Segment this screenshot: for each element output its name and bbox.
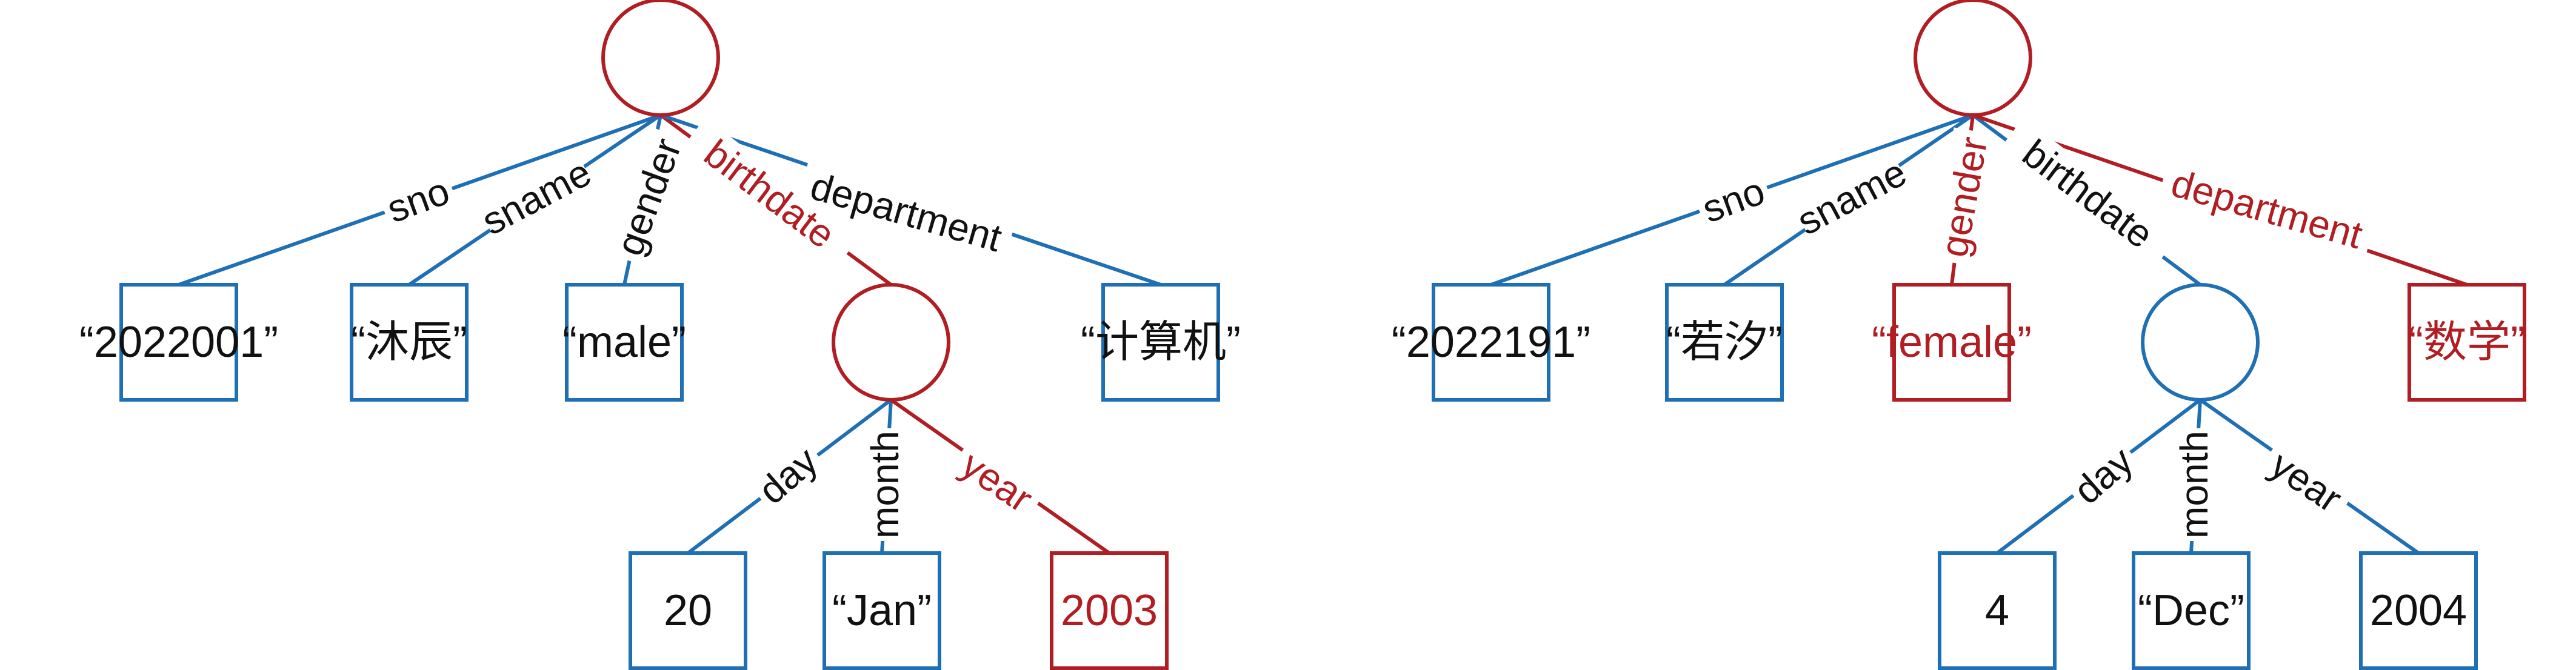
leaf-year-value: 2004 <box>2370 586 2467 635</box>
leaf-year: 2004 <box>2359 551 2478 670</box>
edge-label-month-background <box>2172 428 2216 541</box>
edge-label-birthdate: birthdate <box>1997 118 2180 270</box>
root-object-node <box>601 0 720 117</box>
leaf-month-value: “Dec” <box>2138 586 2244 635</box>
edge-label-department-text: department <box>2166 161 2367 257</box>
edge-label-day-background <box>2061 436 2145 516</box>
leaf-sname: “沐辰” <box>350 283 469 402</box>
edge-label-sno: sno <box>377 167 459 233</box>
leaf-month-box <box>2132 551 2251 670</box>
edge-label-gender-background <box>605 127 692 267</box>
root-object-node <box>1914 0 2032 117</box>
leaf-sno-value: “2022191” <box>1392 318 1590 367</box>
leaf-department: “计算机” <box>1081 283 1241 402</box>
edge-label-sname: sname <box>475 150 598 244</box>
edge-label-sname-text: sname <box>1790 150 1913 244</box>
leaf-sname-value: “若汐” <box>1666 318 1783 367</box>
leaf-year-box <box>1050 551 1169 670</box>
edge-label-sname-text: sname <box>475 150 598 244</box>
edge-label-month-text: month <box>2172 431 2216 539</box>
edge-label-sno-background <box>377 167 459 233</box>
leaf-gender-value: “male” <box>562 318 686 367</box>
leaf-department: “数学” <box>2407 283 2526 402</box>
edge-label-birthdate-background <box>1997 118 2180 270</box>
leaf-month: “Jan” <box>823 551 941 670</box>
edge-label-sno-background <box>1692 167 1775 233</box>
edge-label-birthdate-text: birthdate <box>2015 131 2161 256</box>
edge-label-gender-text: gender <box>1932 134 1996 260</box>
leaf-day-box <box>629 551 747 670</box>
leaf-day-value: 4 <box>1985 586 2009 635</box>
edge-label-day: day <box>746 436 830 516</box>
edge-label-month: month <box>863 428 907 541</box>
leaf-year-box <box>2359 551 2478 670</box>
edge-label-sno: sno <box>1692 167 1775 233</box>
leaf-gender: “male” <box>562 283 686 402</box>
leaf-sno: “2022001” <box>79 283 278 402</box>
edge-label-sname: sname <box>1790 150 1913 244</box>
edge-label-year-background <box>2255 437 2357 526</box>
leaf-month-box <box>823 551 941 670</box>
leaf-sname-value: “沐辰” <box>351 318 467 367</box>
leaf-sno: “2022191” <box>1392 283 1590 402</box>
leaf-department-value: “数学” <box>2409 318 2525 367</box>
birthdate-object-node <box>832 283 950 402</box>
edge-label-birthdate-background <box>678 118 861 270</box>
leaf-sname-box <box>350 283 469 402</box>
edge-label-department-background <box>2157 158 2377 260</box>
edge-label-month-background <box>863 428 907 541</box>
edge-label-day-text: day <box>750 439 826 512</box>
edge-label-gender-background <box>1930 127 1997 267</box>
edge-label-month: month <box>2172 428 2216 541</box>
edge-label-gender: gender <box>605 127 692 267</box>
leaf-month: “Dec” <box>2132 551 2251 670</box>
edge-label-department: department <box>2157 158 2377 260</box>
edge-label-month-text: month <box>863 431 907 539</box>
leaf-gender-box <box>565 283 684 402</box>
leaf-gender-box <box>1892 283 2011 402</box>
leaf-department-box <box>1101 283 1220 402</box>
leaf-department-box <box>2407 283 2526 402</box>
birthdate-object-node <box>2141 283 2260 402</box>
edge-label-gender-text: gender <box>607 133 690 261</box>
edge-label-gender: gender <box>1930 127 1997 267</box>
leaf-day-value: 20 <box>664 586 712 635</box>
edge-label-day-background <box>746 436 830 516</box>
leaf-day: 4 <box>1938 551 2057 670</box>
edge-label-sname-background <box>1791 151 1912 243</box>
leaf-sno-box <box>1432 283 1550 402</box>
edge-label-department-background <box>796 161 1016 263</box>
leaf-gender: “female” <box>1872 283 2032 402</box>
edge-label-sname-background <box>476 151 597 243</box>
leaf-day: 20 <box>629 551 747 670</box>
edge-label-day: day <box>2061 436 2145 516</box>
leaf-gender-value: “female” <box>1872 318 2032 367</box>
edge-label-year: year <box>2255 437 2357 526</box>
leaf-year: 2003 <box>1050 551 1169 670</box>
leaf-day-box <box>1938 551 2057 670</box>
leaf-month-value: “Jan” <box>832 586 932 635</box>
edge-label-day-text: day <box>2065 439 2141 512</box>
leaf-sname: “若汐” <box>1665 283 1784 402</box>
leaf-sno-value: “2022001” <box>79 318 278 367</box>
leaf-year-value: 2003 <box>1061 586 1158 635</box>
leaf-sname-box <box>1665 283 1784 402</box>
edge-label-year-background <box>946 437 1048 526</box>
leaf-department-value: “计算机” <box>1081 318 1241 367</box>
leaf-sno-box <box>119 283 238 402</box>
